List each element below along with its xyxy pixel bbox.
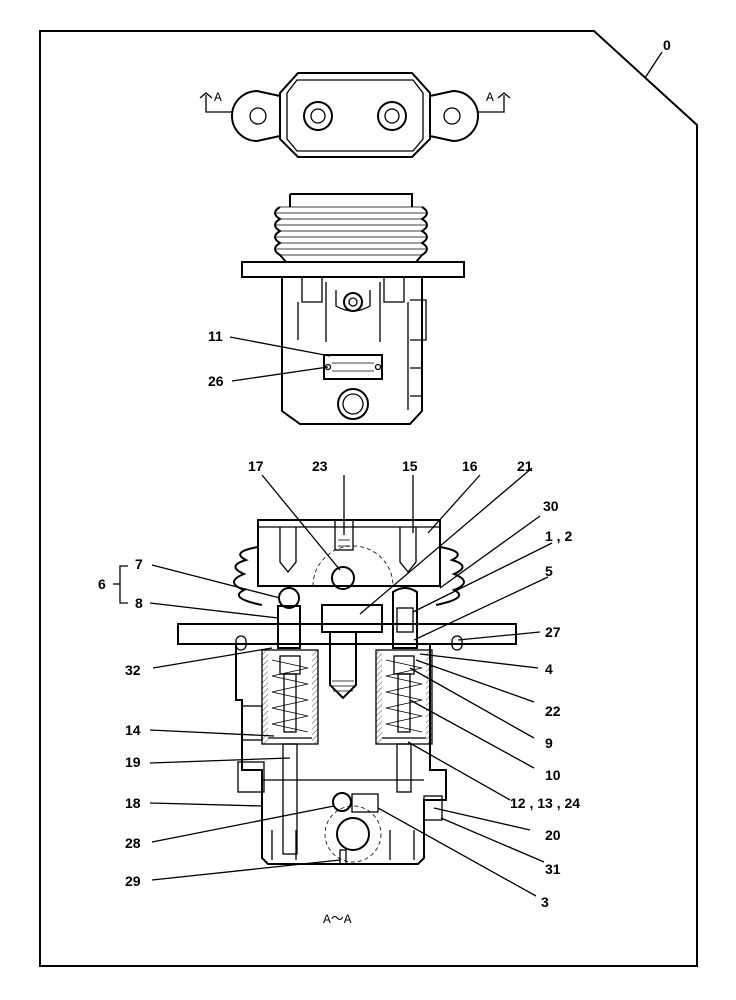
part-label-16: 16 [462, 458, 478, 474]
part-label-18: 18 [125, 795, 141, 811]
part-label-6: 6 [98, 576, 106, 592]
part-label-7: 7 [135, 556, 143, 572]
part-label-23: 23 [312, 458, 328, 474]
part-label-11: 11 [208, 328, 223, 344]
top-view: A A [199, 72, 511, 158]
part-label-17: 17 [248, 458, 264, 474]
front-view [241, 193, 465, 425]
part-label-4: 4 [545, 661, 553, 677]
section-marker-right: A [486, 90, 494, 105]
section-marker-left: A [214, 90, 222, 105]
part-label-26: 26 [208, 373, 224, 389]
part-label-12-13-24: 12 , 13 , 24 [510, 795, 580, 811]
part-label-19: 19 [125, 754, 141, 770]
part-label-29: 29 [125, 873, 141, 889]
part-label-14: 14 [125, 722, 141, 738]
drawing-frame [39, 30, 698, 967]
part-label-21: 21 [517, 458, 533, 474]
part-label-3: 3 [541, 894, 549, 910]
part-label-10: 10 [545, 767, 561, 783]
part-labels: 11 26 17 23 15 16 21 30 1 , 2 7 6 8 5 27… [98, 328, 580, 910]
part-label-1-2: 1 , 2 [545, 528, 572, 544]
part-label-31: 31 [545, 861, 561, 877]
section-view [177, 519, 517, 865]
part-label-27: 27 [545, 624, 561, 640]
part-label-28: 28 [125, 835, 141, 851]
part-label-9: 9 [545, 735, 553, 751]
leader-lines [113, 336, 553, 897]
part-label-5: 5 [545, 563, 553, 579]
part-label-32: 32 [125, 662, 141, 678]
part-label-20: 20 [545, 827, 561, 843]
assembly-label: 0 [663, 37, 671, 53]
part-label-8: 8 [135, 595, 143, 611]
section-caption: A～A [323, 912, 352, 927]
frame-leader [644, 51, 663, 79]
part-label-30: 30 [543, 498, 559, 514]
part-label-15: 15 [402, 458, 418, 474]
part-label-22: 22 [545, 703, 561, 719]
